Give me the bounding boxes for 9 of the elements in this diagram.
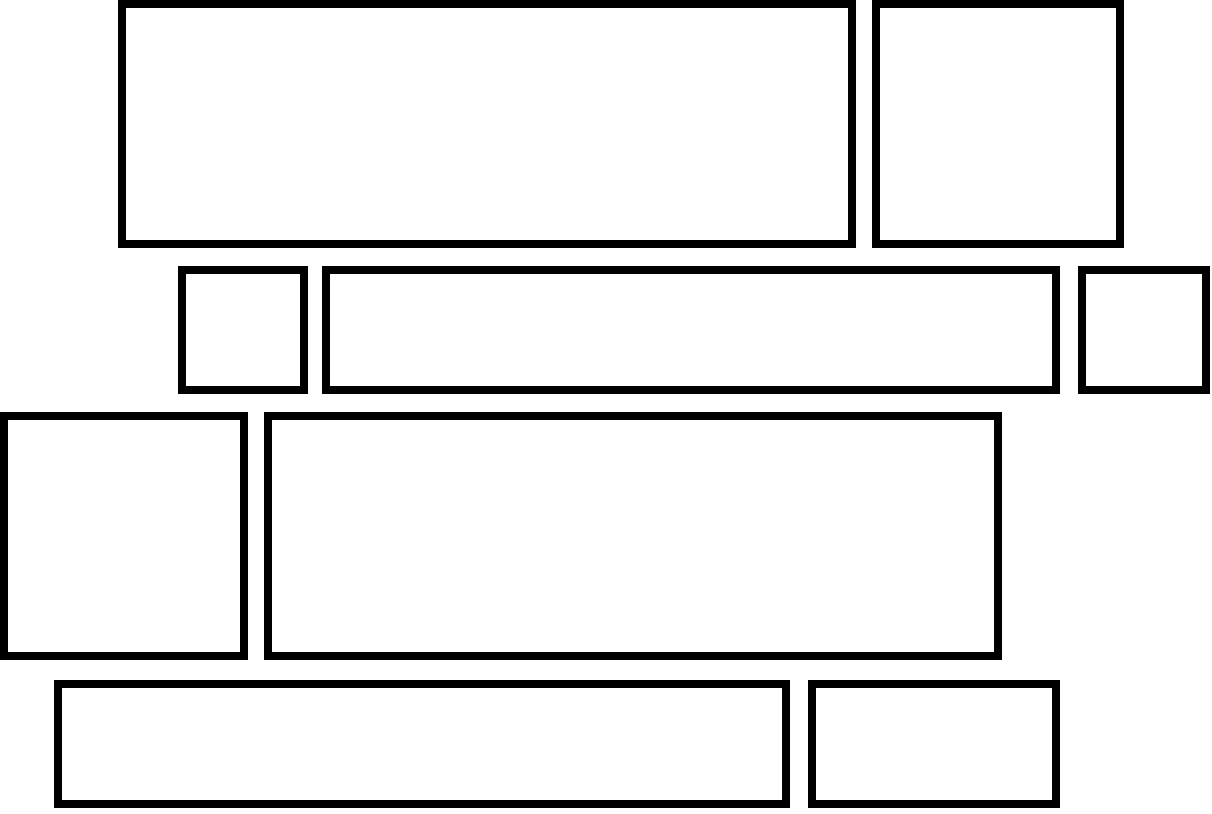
empty-box — [322, 266, 1060, 394]
empty-box — [1078, 266, 1210, 394]
empty-box — [178, 266, 308, 394]
empty-box — [0, 412, 248, 660]
empty-box — [872, 0, 1124, 248]
empty-box — [264, 412, 1002, 660]
empty-box — [808, 680, 1060, 808]
empty-box — [54, 680, 790, 808]
empty-box — [118, 0, 856, 248]
